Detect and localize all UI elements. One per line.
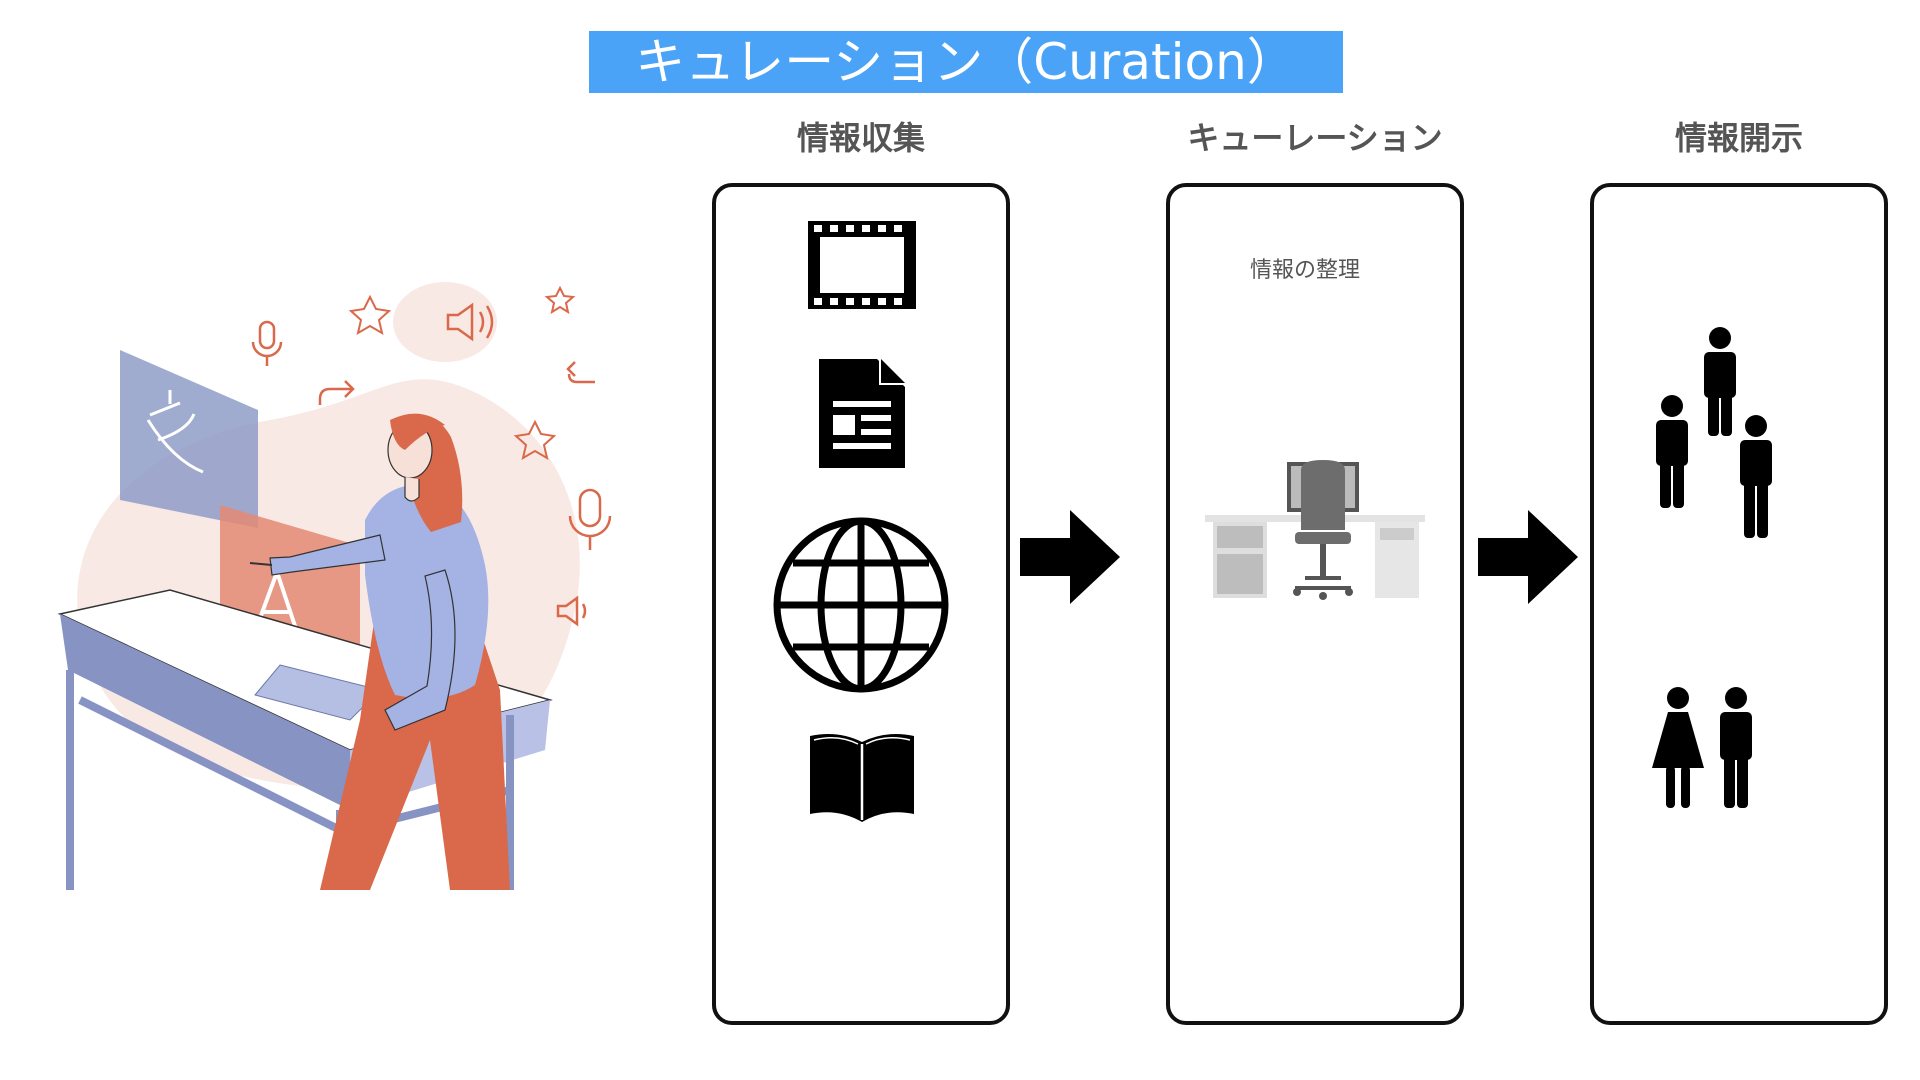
couple-icon <box>1652 687 1752 808</box>
microphone-icon <box>251 320 612 550</box>
background-blob-small <box>393 282 497 362</box>
arrow-right-icon <box>1020 510 1120 604</box>
woman-illustration <box>249 413 510 890</box>
organize-information-note: 情報の整理 <box>1249 258 1360 283</box>
stage-box-curation <box>1166 183 1464 1025</box>
document-icon <box>819 359 905 468</box>
desk-icon <box>1205 460 1425 600</box>
book-icon <box>810 734 914 822</box>
star-icon <box>348 285 576 461</box>
stage-box-information-disclosure <box>1590 183 1888 1025</box>
globe-icon <box>773 517 949 693</box>
title-banner: キュレーション（Curation） <box>589 31 1343 93</box>
arrow-right-icon <box>1478 510 1578 604</box>
speaker-icon <box>446 302 587 627</box>
stage-label-information-disclosure: 情報開示 <box>1674 119 1803 157</box>
stage-label-information-gathering: 情報収集 <box>796 119 925 157</box>
curation-illustration <box>57 282 612 890</box>
redo-arrow-icon <box>318 361 595 405</box>
film-icon <box>808 221 916 309</box>
people-group-icon <box>1656 327 1772 538</box>
stage-label-curation: キューレーション <box>1187 119 1443 157</box>
